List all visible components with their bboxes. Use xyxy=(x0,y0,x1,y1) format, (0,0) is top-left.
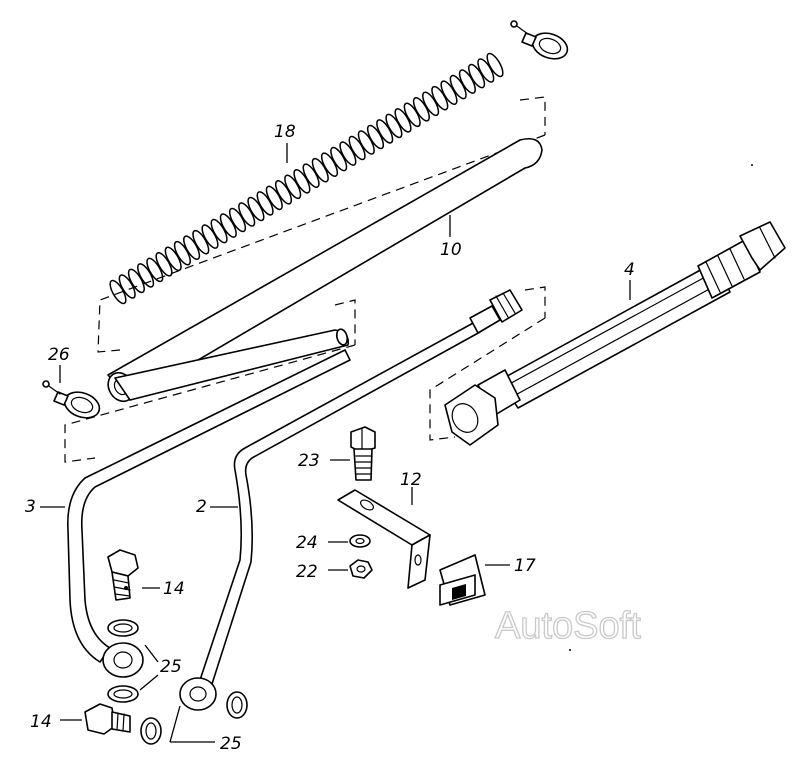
hose-clamp-top xyxy=(510,20,569,60)
callout-22: 22 xyxy=(296,562,318,582)
group-outline-top xyxy=(97,96,546,353)
callout-14-lower: 14 xyxy=(30,712,52,732)
callout-14-upper: 14 xyxy=(163,579,185,599)
washer-upper-2 xyxy=(107,685,139,703)
spring-coil-loop xyxy=(422,91,440,117)
spring-coil-loop xyxy=(366,124,385,150)
banjo-bolt-lower xyxy=(84,703,131,735)
callout-18: 18 xyxy=(274,122,296,142)
spring-coil-loop xyxy=(440,80,458,105)
callout-26: 26 xyxy=(48,345,70,365)
callout-12: 12 xyxy=(400,470,422,490)
fuel-pipe-2 xyxy=(179,289,523,711)
spring-coil-loop xyxy=(468,63,486,89)
coil-spring xyxy=(109,52,504,305)
bolt-23 xyxy=(350,426,376,481)
callout-25-lower: 25 xyxy=(220,734,242,754)
washer-lower-1 xyxy=(140,717,162,745)
spring-coil-loop xyxy=(265,185,283,211)
callout-23: 23 xyxy=(298,451,320,471)
washer-upper-1 xyxy=(107,619,139,637)
spring-coil-loop xyxy=(164,246,182,272)
washer-24 xyxy=(349,534,371,548)
nut-22 xyxy=(349,559,373,579)
fuel-pipe-3 xyxy=(67,349,351,678)
spring-coil-loop xyxy=(394,108,412,133)
spring-coil-loop xyxy=(339,141,357,166)
spring-coil-loop xyxy=(192,229,210,255)
callout-10: 10 xyxy=(440,240,462,260)
callout-2: 2 xyxy=(196,497,207,517)
spring-coil-loop xyxy=(247,196,265,222)
spring-coil-loop xyxy=(320,152,339,177)
spring-coil-loop xyxy=(293,169,311,194)
banjo-bolt-upper xyxy=(107,549,139,601)
callout-24: 24 xyxy=(296,533,318,553)
spring-coil-loop xyxy=(486,52,504,78)
clip-17 xyxy=(439,554,486,606)
callouts: 18 10 4 26 3 2 23 12 24 22 17 14 25 14 2… xyxy=(25,122,635,754)
callout-4: 4 xyxy=(624,260,635,280)
leader-lines xyxy=(40,143,631,743)
callout-17: 17 xyxy=(514,556,536,576)
washer-lower-2 xyxy=(226,691,248,719)
flexible-hose xyxy=(444,221,786,446)
protective-sleeve-short xyxy=(114,328,350,401)
watermark-text: AutoSoft xyxy=(495,605,641,647)
hose-clamp-left xyxy=(42,380,101,419)
callout-25-upper: 25 xyxy=(160,657,182,677)
group-outline-mid xyxy=(429,286,546,441)
spring-coil-loop xyxy=(118,274,136,299)
bracket-12 xyxy=(337,489,431,589)
spring-coil-loop xyxy=(146,257,164,283)
group-outline-left xyxy=(64,299,356,463)
spring-coil-loop xyxy=(219,213,237,238)
callout-3: 3 xyxy=(25,497,36,517)
